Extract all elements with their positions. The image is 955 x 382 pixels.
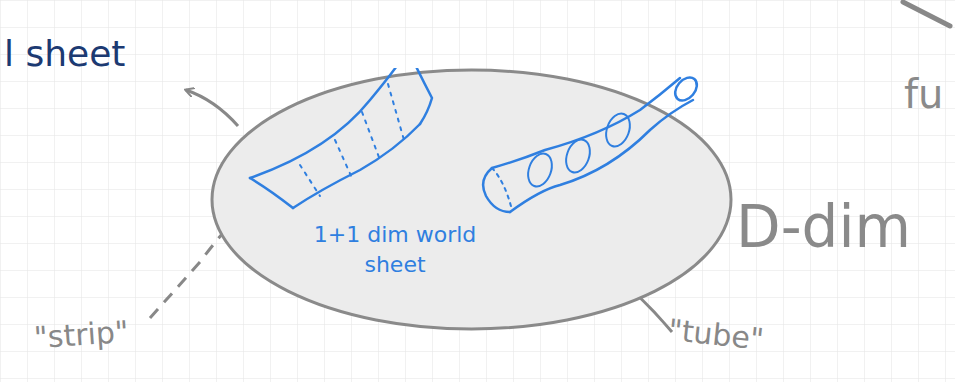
- ellipse-outline: [210, 68, 733, 331]
- node-label: 1+1 dim world sheet: [300, 220, 490, 279]
- world-sheet-ellipse: 1+1 dim world sheet: [210, 68, 733, 331]
- leader-arrow: [186, 90, 238, 126]
- tube-label: "tube": [667, 313, 766, 356]
- strip-drawing: [250, 68, 432, 208]
- ellipse: [212, 70, 731, 329]
- strip-label: "strip": [33, 315, 130, 355]
- tube-drawing: [483, 73, 701, 212]
- partial-label: fu: [904, 72, 943, 116]
- dim-label: D-dim: [736, 196, 911, 260]
- partial-stroke: [903, 2, 950, 26]
- sheet-label: l sheet: [4, 34, 125, 74]
